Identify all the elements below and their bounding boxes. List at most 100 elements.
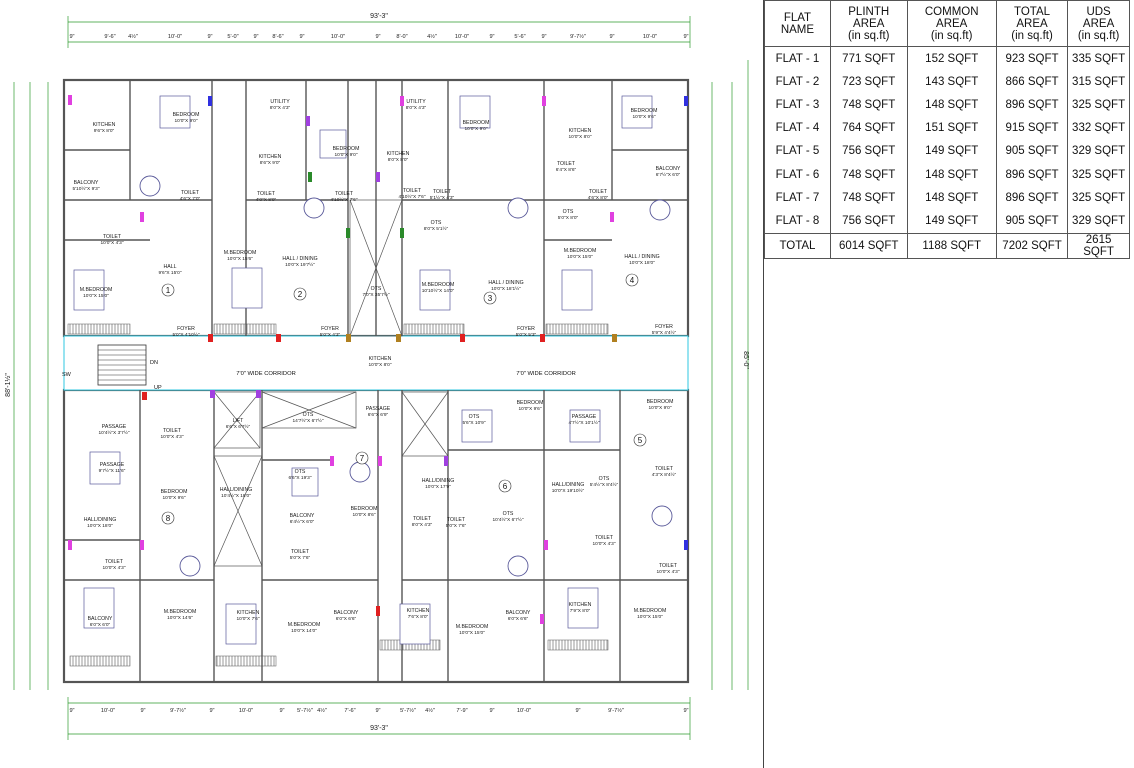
room-name: KITCHEN — [387, 151, 410, 157]
cell-total: 905 SQFT — [995, 139, 1069, 163]
flat-number-circle — [498, 479, 512, 493]
room-name: FOYER — [321, 326, 339, 332]
room-size: 8'0"X 4'3" — [406, 105, 427, 111]
room-name: OTS — [303, 412, 314, 418]
room-size: 8'0"X 4'3" — [412, 522, 433, 528]
room-name: BEDROOM — [333, 146, 360, 152]
room-size: 4'10½"X 7'6" — [330, 196, 357, 203]
stair-up-label: UP — [154, 385, 162, 391]
room-name: TOILET — [659, 563, 678, 569]
top-dimension-label: 9" — [207, 34, 212, 40]
total-cell-common: 1188 SQFT — [906, 232, 997, 259]
room-name: BALCONY — [88, 616, 113, 622]
cell-total: 866 SQFT — [995, 70, 1069, 94]
bottom-dimension-label: 9" — [279, 708, 284, 714]
bottom-dimension-label: 9" — [575, 708, 580, 714]
room-name: KITCHEN — [569, 602, 592, 608]
room-name: UTILITY — [406, 99, 426, 105]
room-size: 8'0"X 5'1½" — [424, 225, 449, 232]
room-name: TOILET — [105, 559, 124, 565]
room-size: 10'0"X 8'0" — [368, 362, 391, 368]
total-cell-total: 7202 SQFT — [995, 232, 1069, 259]
cell-uds: 325 SQFT — [1067, 93, 1130, 117]
cell-uds: 329 SQFT — [1067, 209, 1130, 233]
header-plinth-area: PLINTH AREA (in sq.ft) — [829, 0, 908, 47]
wardrobes — [67, 323, 609, 667]
flat-number-circle — [161, 511, 175, 525]
room-size: 5'0"X 7'6" — [290, 555, 311, 561]
room-size: 8'0"X 4'3" — [270, 105, 291, 111]
room-size: 10'0"X 18'1½" — [491, 285, 521, 292]
top-dimension-label: 9" — [299, 34, 304, 40]
room-name: HALL/DINING — [422, 478, 455, 484]
cell-common: 149 SQFT — [906, 139, 997, 163]
cell-total: 915 SQFT — [995, 116, 1069, 140]
room-name: OTS — [371, 286, 382, 292]
room-name: BEDROOM — [463, 120, 490, 126]
top-dimension-label: 9" — [541, 34, 546, 40]
room-size: 4'10½"X 7'6" — [398, 193, 425, 200]
room-name: TOILET — [335, 191, 354, 197]
room-size: 10'0"X 9'6" — [518, 406, 541, 412]
bottom-dimension-label: 9'-7½" — [608, 707, 624, 714]
cell-uds: 325 SQFT — [1067, 186, 1130, 210]
dining-tables — [139, 175, 673, 577]
room-size: 9'6"X 8'0" — [94, 128, 115, 134]
bottom-dimension-label: 4½" — [317, 707, 327, 714]
bottom-dimension-label: 9" — [209, 708, 214, 714]
room-size: 10'0"X 9'0" — [464, 126, 487, 132]
bottom-dimension-label: 7'-9" — [456, 708, 467, 714]
top-dimension-label: 4½" — [128, 33, 138, 40]
cell-common: 148 SQFT — [906, 186, 997, 210]
room-name: UTILITY — [270, 99, 290, 105]
room-size: 6'7½"X 6'0" — [656, 171, 681, 178]
cell-common: 143 SQFT — [906, 70, 997, 94]
flat-number-circle — [293, 287, 307, 301]
bed-furniture — [73, 95, 653, 645]
flat-number: 2 — [298, 290, 303, 299]
room-size: 7'9"X 8'0" — [570, 608, 591, 614]
top-overall-dimension: 93'-3" — [370, 13, 388, 20]
room-name: FOYER — [655, 324, 673, 330]
room-name: HALL / DINING — [282, 256, 317, 262]
top-dimension-labels: 9"9'-6"4½"10'-0"9"5'-0"9"8'-6"9"10'-0"9"… — [69, 33, 688, 40]
room-size: 5'0"X 4'3" — [320, 332, 341, 338]
top-dimension-label: 9" — [683, 34, 688, 40]
room-name: PASSAGE — [102, 424, 127, 430]
room-name: OTS — [431, 220, 442, 226]
room-size: 8'0"X 8'0" — [388, 157, 409, 163]
room-size: 10'0"X 18'0" — [87, 523, 113, 529]
total-cell-uds: 2615 SQFT — [1067, 232, 1130, 259]
room-size: 5'9"X 4'4½" — [652, 329, 677, 336]
room-name: KITCHEN — [259, 154, 282, 160]
cell-plinth: 764 SQFT — [829, 116, 908, 140]
room-name: BEDROOM — [161, 489, 188, 495]
cell-uds: 332 SQFT — [1067, 116, 1130, 140]
flat-number: 1 — [166, 286, 171, 295]
flat-number: 4 — [630, 276, 635, 285]
room-size: 10'0"X 4'3" — [656, 569, 679, 575]
cell-plinth: 756 SQFT — [829, 139, 908, 163]
cell-total: 896 SQFT — [995, 162, 1069, 187]
top-dimension-label: 5'-0" — [227, 34, 238, 40]
room-size: 10'0"X 15'0" — [567, 254, 593, 260]
cell-common: 151 SQFT — [906, 116, 997, 140]
cell-flat: FLAT - 1 — [764, 46, 831, 71]
room-name: HALL/DINING — [220, 487, 253, 493]
corridor-right-label: 7'0" WIDE CORRIDOR — [516, 371, 576, 377]
cell-flat: FLAT - 6 — [764, 162, 831, 187]
room-name: TOILET — [447, 517, 466, 523]
cell-common: 148 SQFT — [906, 162, 997, 187]
header-total-area: TOTAL AREA (in sq.ft) — [995, 0, 1069, 47]
bottom-dimension-label: 9'-7½" — [170, 707, 186, 714]
cell-total: 905 SQFT — [995, 209, 1069, 233]
flat-number-circle — [161, 283, 175, 297]
top-dimension-label: 5'-6" — [514, 34, 525, 40]
cell-common: 149 SQFT — [906, 209, 997, 233]
cell-uds: 329 SQFT — [1067, 139, 1130, 163]
